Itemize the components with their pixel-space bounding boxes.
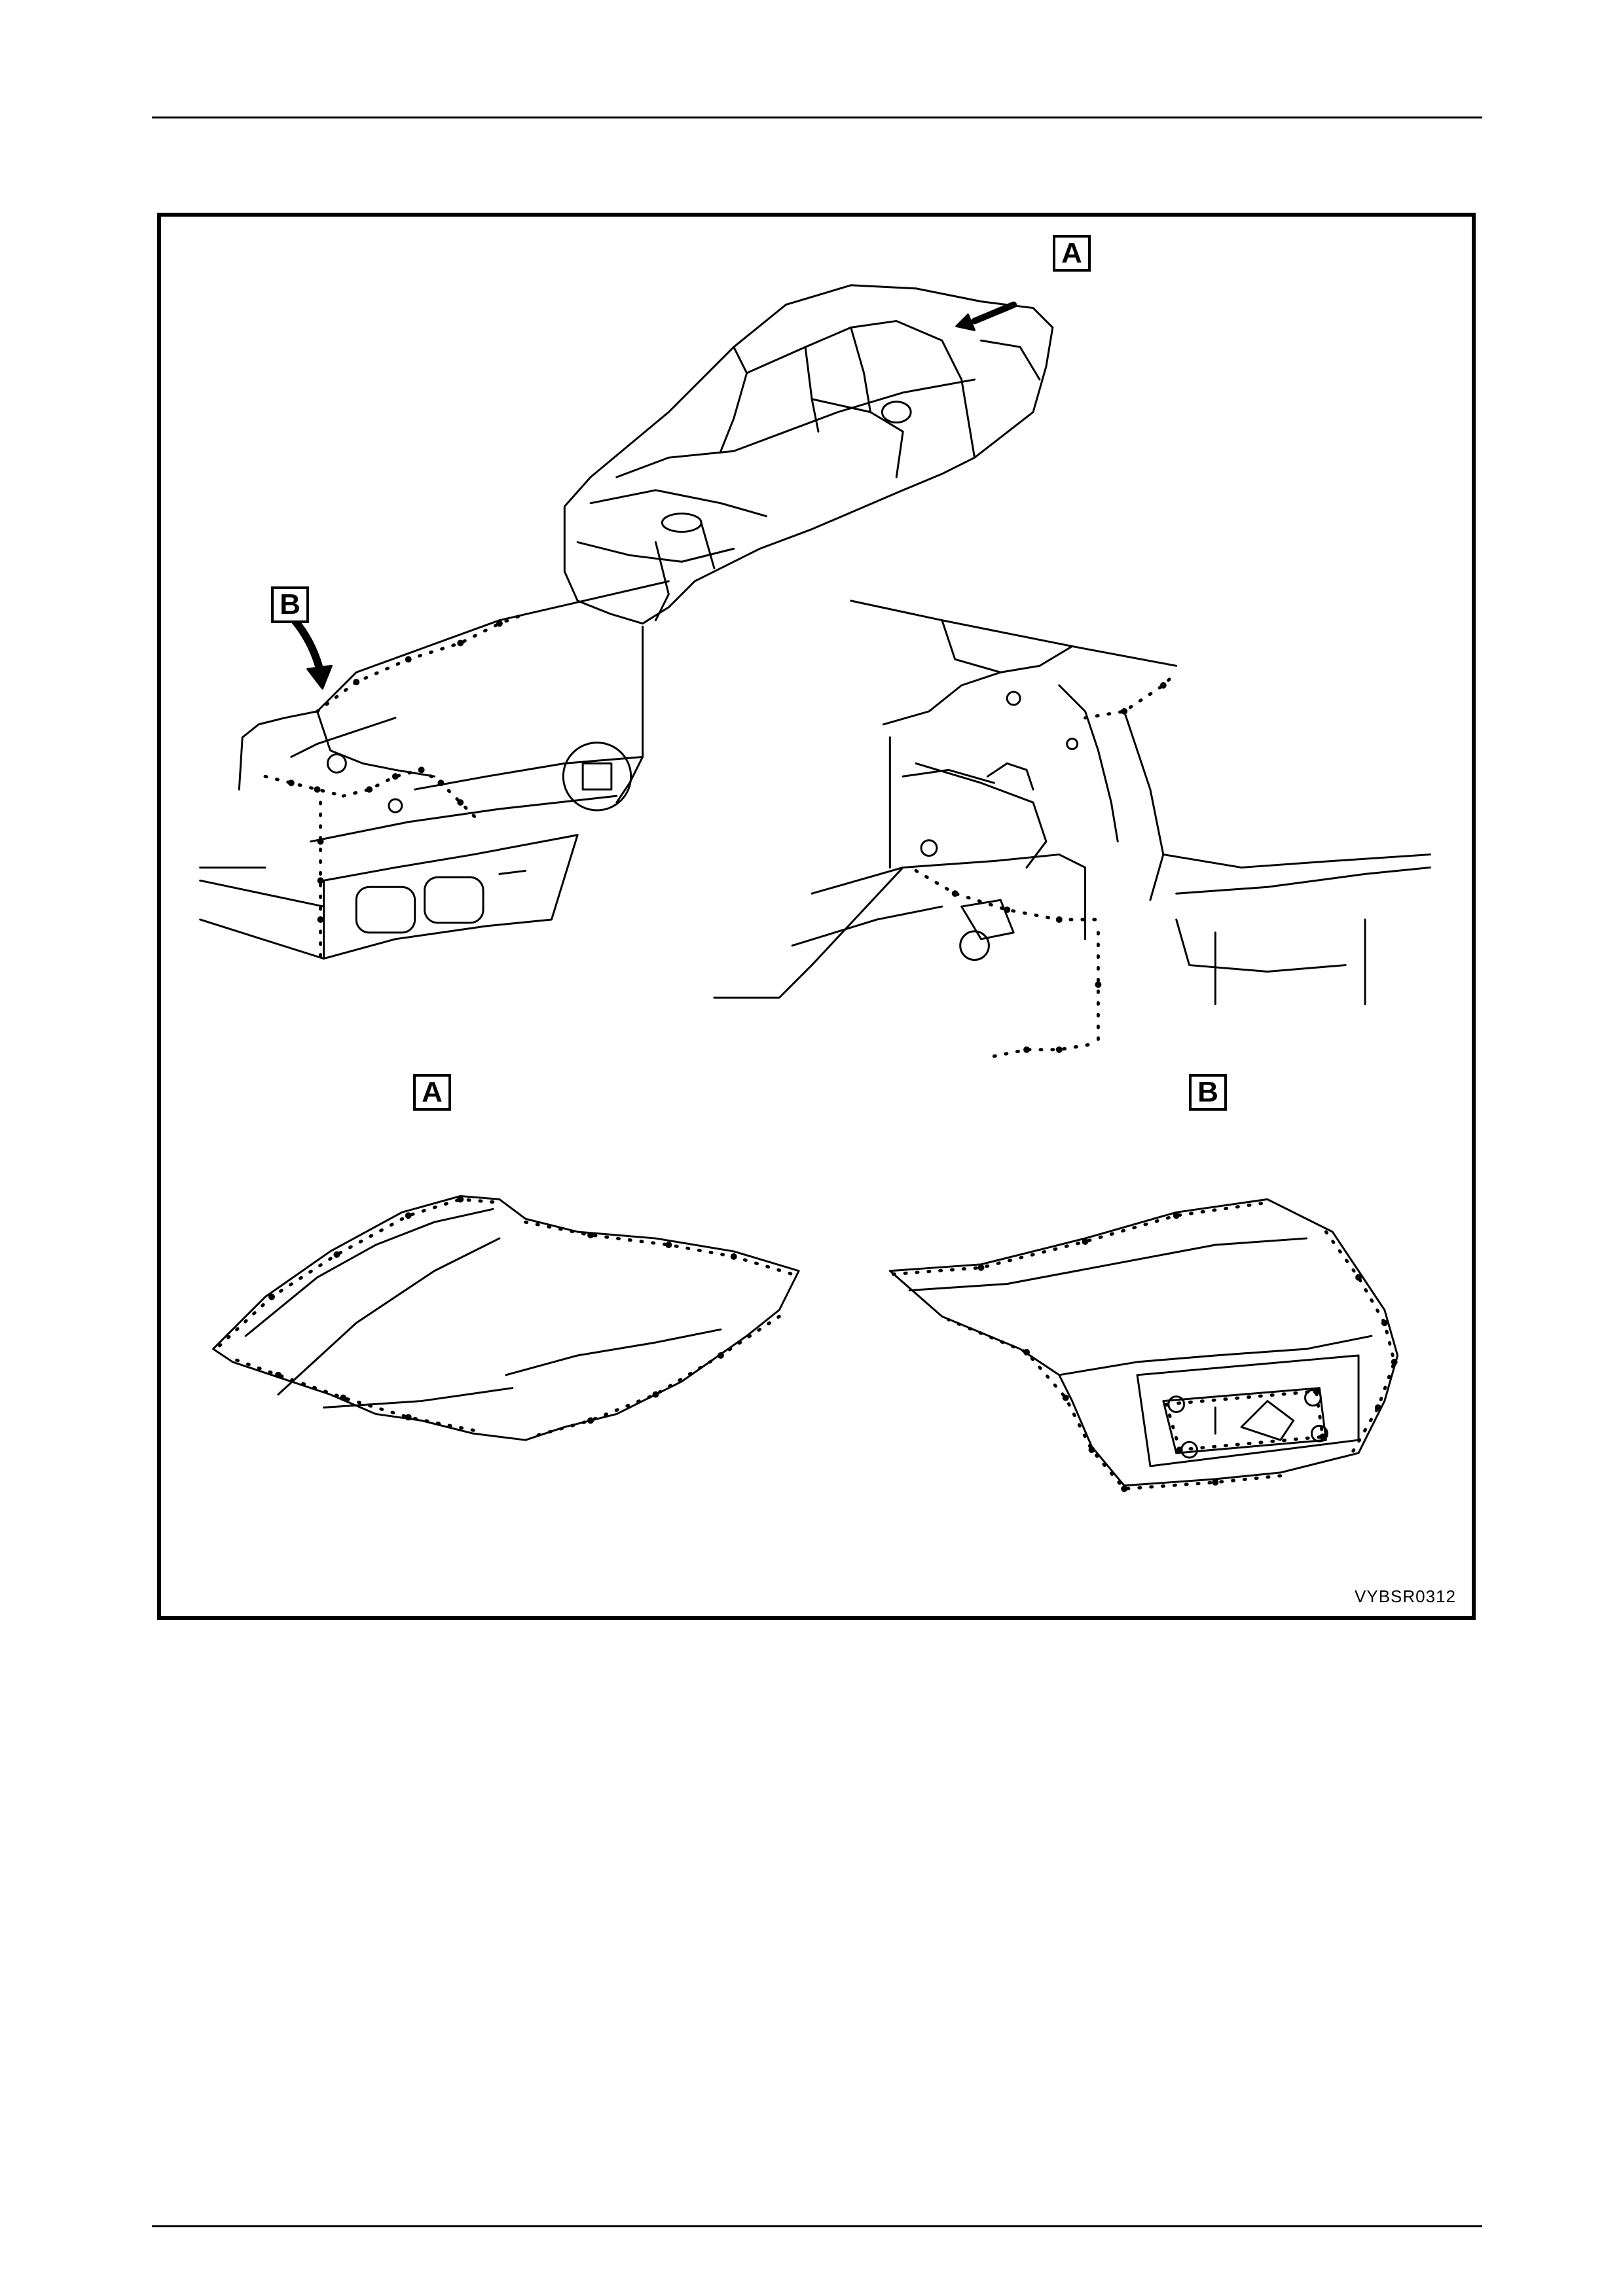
callout-arrow-a: A: [1053, 235, 1091, 272]
car-body-drawing: [564, 285, 1053, 624]
figure-frame: A B A B VYBSR0312: [157, 213, 1476, 1620]
view-a-drawing: [200, 581, 669, 959]
header-rule: [152, 117, 1482, 118]
view-a-sealer: [265, 614, 526, 959]
hood-drawing: [213, 1196, 799, 1440]
arrow-a-icon: [957, 305, 1013, 331]
figure-code: VYBSR0312: [1355, 1587, 1456, 1607]
trunk-lid-drawing: [890, 1199, 1397, 1485]
footer-rule: [152, 2225, 1482, 2227]
body-sealing-illustration: [161, 217, 1472, 1616]
arrow-b-icon: [295, 620, 332, 689]
callout-arrow-b: B: [271, 586, 309, 623]
view-b-drawing: [714, 601, 1430, 1004]
hood-sealer: [219, 1199, 792, 1437]
callout-view-a: A: [413, 1074, 451, 1111]
callout-view-b: B: [1189, 1074, 1227, 1111]
